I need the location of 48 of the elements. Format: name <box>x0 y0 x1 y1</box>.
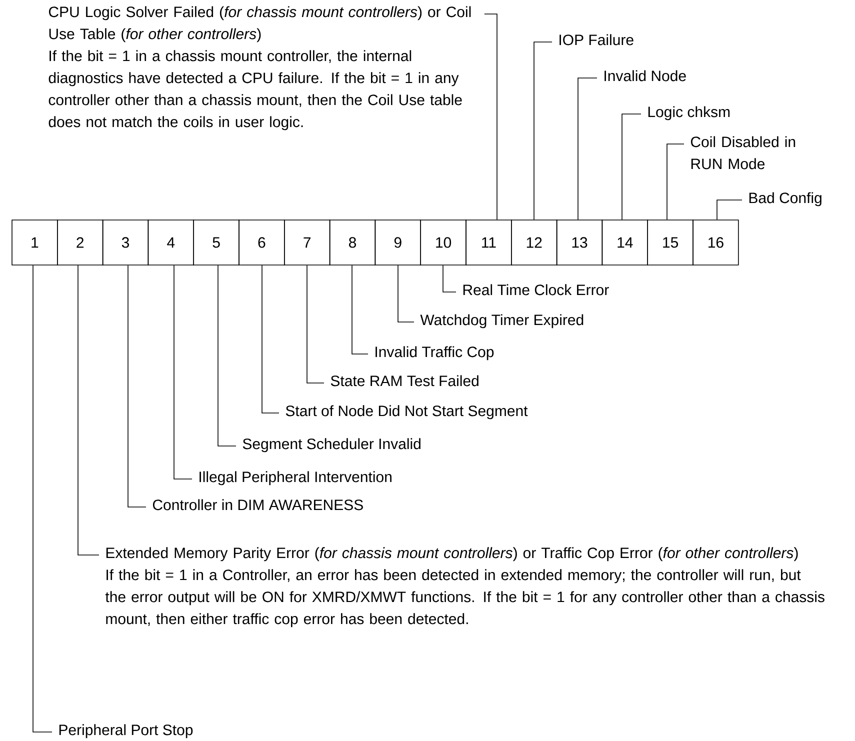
bit-label: Controller in DIM AWARENESS <box>152 499 363 510</box>
bit-label: IOP Failure <box>560 34 634 46</box>
leader-line <box>32 265 52 732</box>
bit-cell: 9 <box>374 220 421 266</box>
leader-line <box>128 265 146 508</box>
bit-cell: 8 <box>329 220 376 266</box>
leader-line <box>262 265 280 414</box>
leader-line <box>716 200 742 220</box>
bit-label: Coil Disabled in RUN Mode <box>690 136 796 170</box>
leader-line <box>442 265 456 292</box>
bit-label: Peripheral Port Stop <box>59 724 193 738</box>
description-text: CPU Logic Solver Failed (for chassis mount controllers) or Coil Use Table (for other controllers) If the bit = 1 in a chassis mount controller, the internal diagnostics have detected a CPU failure. If the bit = 1 in any controller other than a chassis mount, then the Coil Use table does not match the coils in user logic. <box>48 6 471 130</box>
bit-label: Bad Config <box>749 192 822 206</box>
bit-label: Real Time Clock Error <box>463 284 609 296</box>
leader-line <box>398 265 414 322</box>
bit-label: Logic chksm <box>648 106 730 120</box>
bit-label: Segment Scheduler Invalid <box>242 438 420 452</box>
bit-cell: 4 <box>148 220 194 266</box>
bit-cell: 13 <box>556 220 603 266</box>
bit-cell: 15 <box>647 220 694 266</box>
bit-cell: 14 <box>602 220 648 266</box>
leader-line <box>174 265 192 480</box>
leader-line <box>578 78 598 220</box>
leader-line <box>306 265 324 384</box>
bit-cell: 16 <box>692 220 739 266</box>
bit-label: Invalid Node <box>604 70 686 82</box>
bit-label: Invalid Traffic Cop <box>376 346 494 360</box>
description-text: Extended Memory Parity Error (for chassis mount controllers) or Traffic Cop Error (for other controllers) If the bit = 1 in a Controller, an error has been detected in extended memory; the controller will run, but the error output will be ON for XMRD/XMWT functions. If the bit = 1 for any controller other than a chassis mount, then either traffic cop error has been detected. <box>105 547 824 628</box>
bit-cell: 6 <box>238 220 285 266</box>
bit-cell: 5 <box>193 220 240 266</box>
bit-label: Illegal Peripheral Intervention <box>200 471 392 486</box>
leader-line <box>78 265 100 556</box>
leader-line <box>622 114 642 220</box>
bit-cell: 1 <box>12 220 58 266</box>
bit-label: Start of Node Did Not Start Segment <box>286 405 528 420</box>
bit-label: Watchdog Timer Expired <box>420 314 584 328</box>
bit-cell: 2 <box>57 220 104 266</box>
leader-line <box>666 144 684 220</box>
bit-label: State RAM Test Failed <box>330 375 478 386</box>
leader-line <box>218 265 236 446</box>
leader-line <box>484 14 498 220</box>
bit-cell: 12 <box>511 220 558 266</box>
bit-cell: 11 <box>466 220 512 266</box>
bit-cell: 3 <box>102 220 149 266</box>
leader-line <box>352 265 368 354</box>
leader-line <box>534 42 552 220</box>
bit-cell: 10 <box>420 220 466 266</box>
bit-cell: 7 <box>284 220 330 266</box>
